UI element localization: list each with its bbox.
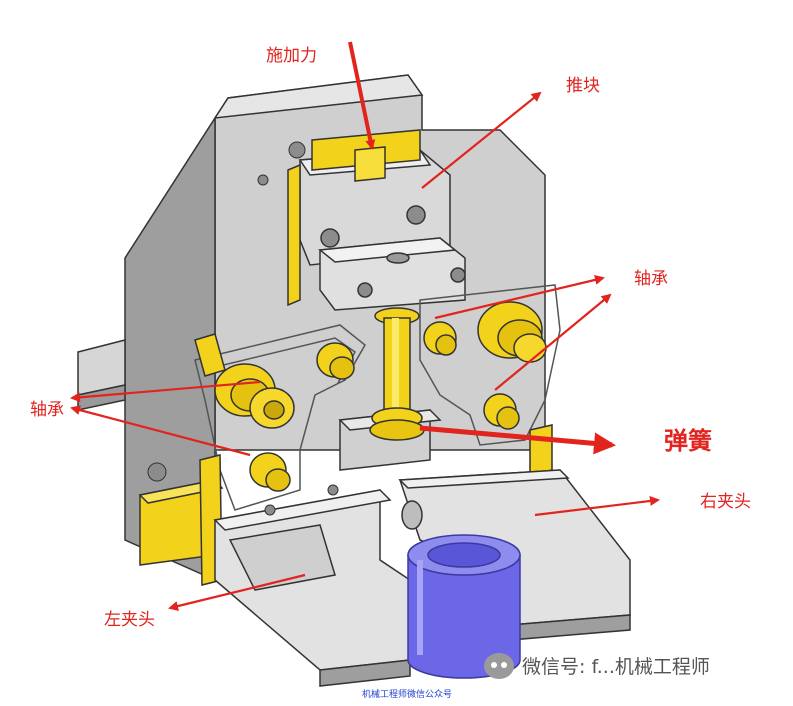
wechat-logo-icon (484, 652, 514, 679)
arrow-spring (419, 425, 616, 455)
workpiece-cylinder (407, 534, 521, 679)
right-bearing-bracket (419, 284, 561, 446)
arrow-bearing-right-2 (494, 293, 612, 391)
arrow-push-block (421, 91, 542, 189)
label-spring: 弹簧 (664, 427, 712, 455)
label-bearing-left: 轴承 (30, 400, 64, 420)
arrow-bearing-left-1 (70, 380, 261, 403)
arrow-left-clamp (168, 573, 306, 611)
force-tab (287, 129, 421, 307)
caption: 机械工程师微信公众号 (362, 690, 453, 700)
label-push-block: 推块 (566, 76, 600, 96)
label-bearing-right: 轴承 (634, 269, 668, 289)
left-bearings (194, 333, 355, 492)
screws (147, 141, 339, 516)
watermark: 微信号: f...机械工程师 (484, 652, 710, 679)
arrow-right-clamp (534, 496, 660, 517)
annotation-arrows (70, 41, 660, 611)
arrow-bearing-left-2 (70, 405, 251, 457)
arrow-apply-force (348, 41, 376, 150)
label-left-clamp: 左夹头 (104, 610, 155, 630)
base-left (77, 339, 126, 411)
label-right-clamp: 右夹头 (700, 492, 751, 512)
label-apply-force: 施加力 (266, 46, 317, 66)
left-clamp-head (213, 489, 411, 687)
watermark-text: 微信号: f...机械工程师 (522, 656, 710, 678)
arrow-bearing-right-1 (434, 274, 605, 320)
